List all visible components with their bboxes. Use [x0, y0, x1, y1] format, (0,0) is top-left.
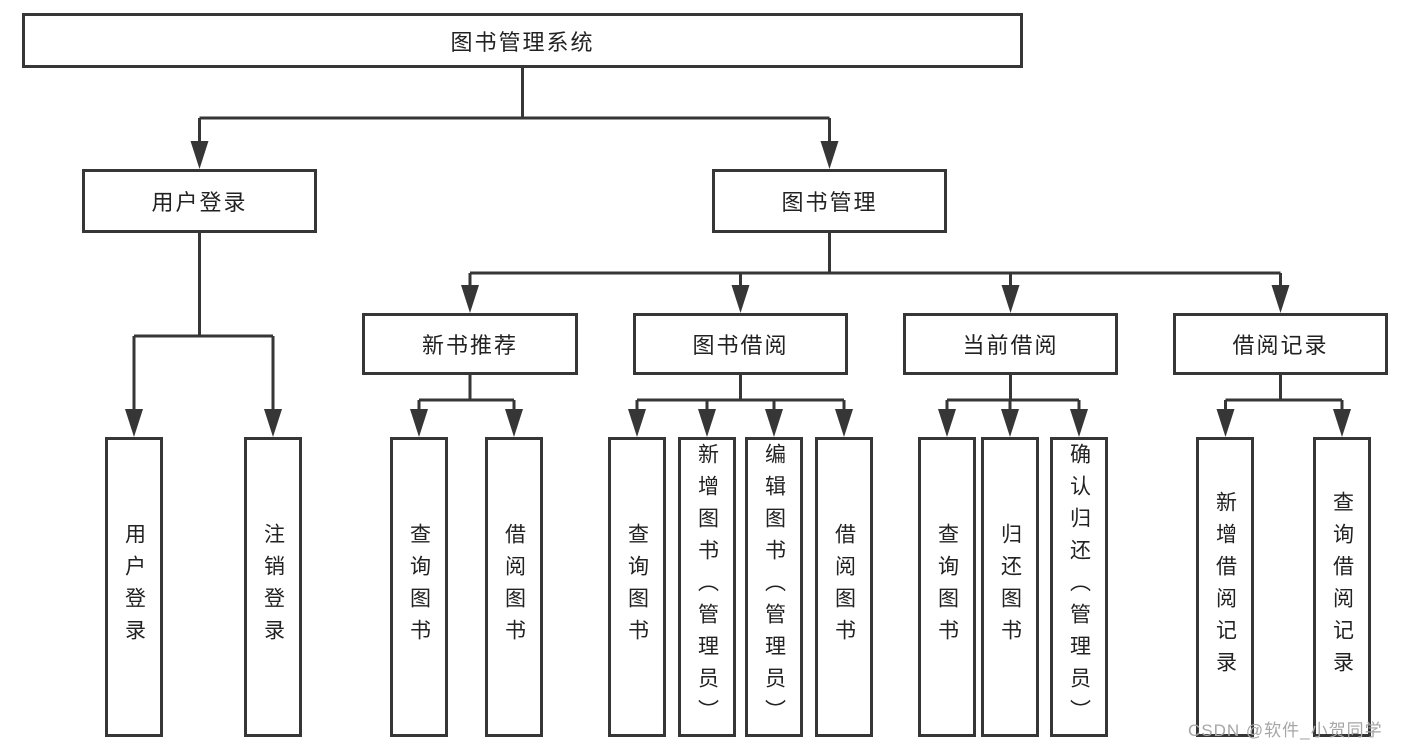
leaf-logout: 注销登录: [244, 437, 302, 737]
leaf-edit-book-admin: 编辑图书（管理员）: [745, 437, 803, 737]
node-library-system: 图书管理系统: [22, 13, 1023, 68]
node-book-management-label: 图书管理: [781, 190, 878, 215]
node-book-borrow-label: 图书借阅: [692, 333, 789, 358]
leaf-query-books-2: 查询图书: [608, 437, 666, 737]
node-user-login-label: 用户登录: [151, 190, 248, 215]
leaf-query-books-3: 查询图书: [918, 437, 976, 737]
leaf-query-books-1: 查询图书: [390, 437, 448, 737]
leaf-add-book-admin-label: 新增图书（管理员）: [695, 443, 719, 731]
node-user-login: 用户登录: [82, 169, 317, 233]
leaf-borrow-books-1-label: 借阅图书: [502, 523, 526, 651]
leaf-query-borrow-record-label: 查询借阅记录: [1330, 491, 1354, 683]
node-borrow-records: 借阅记录: [1173, 313, 1388, 375]
leaf-query-books-3-label: 查询图书: [935, 523, 959, 651]
node-new-book-recommend: 新书推荐: [362, 313, 578, 375]
leaf-return-book: 归还图书: [981, 437, 1039, 737]
leaf-add-borrow-record: 新增借阅记录: [1196, 437, 1254, 737]
leaf-query-borrow-record: 查询借阅记录: [1313, 437, 1371, 737]
leaf-query-books-2-label: 查询图书: [625, 523, 649, 651]
leaf-add-book-admin: 新增图书（管理员）: [678, 437, 736, 737]
leaf-user-login-label: 用户登录: [122, 523, 146, 651]
node-book-borrow: 图书借阅: [633, 313, 848, 375]
leaf-confirm-return-admin: 确认归还（管理员）: [1050, 437, 1108, 737]
leaf-return-book-label: 归还图书: [998, 523, 1022, 651]
leaf-borrow-books-2-label: 借阅图书: [832, 523, 856, 651]
node-borrow-records-label: 借阅记录: [1232, 333, 1329, 358]
node-current-borrow: 当前借阅: [903, 313, 1118, 375]
node-new-book-recommend-label: 新书推荐: [421, 333, 518, 358]
leaf-user-login: 用户登录: [105, 437, 163, 737]
node-library-system-label: 图书管理系统: [450, 29, 595, 55]
leaf-borrow-books-2: 借阅图书: [815, 437, 873, 737]
leaf-edit-book-admin-label: 编辑图书（管理员）: [762, 443, 786, 731]
node-book-management: 图书管理: [712, 169, 947, 233]
leaf-add-borrow-record-label: 新增借阅记录: [1213, 491, 1237, 683]
leaf-confirm-return-admin-label: 确认归还（管理员）: [1067, 443, 1091, 731]
leaf-borrow-books-1: 借阅图书: [485, 437, 543, 737]
leaf-query-books-1-label: 查询图书: [407, 523, 431, 651]
leaf-logout-label: 注销登录: [261, 523, 285, 651]
node-current-borrow-label: 当前借阅: [962, 333, 1059, 358]
